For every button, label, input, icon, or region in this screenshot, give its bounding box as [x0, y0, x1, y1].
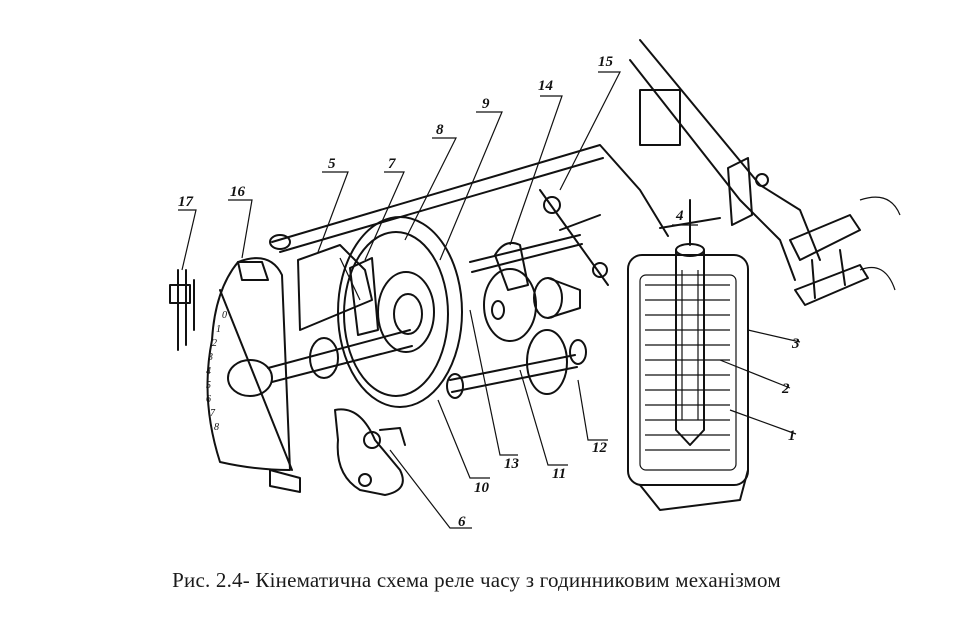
part-label-15: 15	[598, 54, 614, 70]
dial-mark-4: 4	[206, 366, 211, 377]
part-label-2: 2	[781, 381, 790, 397]
clamp-assembly	[789, 196, 901, 306]
kinematic-diagram: 0 1 2 3 4 5 6 7 8 1 2 3 4	[169, 39, 901, 530]
part-label-7: 7	[388, 156, 396, 172]
part-label-16: 16	[230, 184, 246, 200]
part-label-12: 12	[592, 440, 608, 456]
part-label-14: 14	[538, 78, 554, 94]
dial-mark-1: 1	[216, 324, 221, 335]
part-label-4: 4	[675, 208, 684, 224]
core-plunger	[659, 199, 721, 446]
contact-assembly	[169, 269, 195, 351]
part-label-17: 17	[178, 194, 194, 210]
dial-mark-0: 0	[222, 310, 227, 321]
electromagnet-coil	[627, 254, 749, 511]
part-label-3: 3	[791, 336, 800, 352]
mounting-bracket	[629, 39, 821, 281]
part-label-11: 11	[552, 466, 566, 482]
dial-mark-2: 2	[212, 338, 217, 349]
part-label-9: 9	[482, 96, 490, 112]
operating-rod	[269, 144, 669, 253]
dial-mark-5: 5	[206, 380, 211, 391]
figure-caption: Рис. 2.4- Кінематична схема реле часу з …	[172, 568, 781, 592]
time-dial	[206, 257, 301, 493]
dial-mark-3: 3	[207, 352, 213, 363]
leader-lines	[178, 71, 801, 529]
scale-sector	[349, 257, 379, 336]
lever-6	[334, 408, 406, 496]
pawl-shaft	[469, 234, 583, 291]
part-label-6: 6	[458, 514, 466, 530]
part-label-1: 1	[788, 428, 796, 444]
part-label-13: 13	[504, 456, 520, 472]
part-label-10: 10	[474, 480, 490, 496]
dial-mark-8: 8	[214, 422, 219, 433]
gear-12	[446, 329, 587, 399]
sector-plate	[297, 244, 373, 331]
part-label-5: 5	[328, 156, 336, 172]
part-label-8: 8	[436, 122, 444, 138]
main-disc	[337, 216, 463, 408]
gear-13	[483, 268, 581, 342]
main-shaft	[267, 329, 413, 383]
dial-mark-6: 6	[206, 394, 211, 405]
dial-mark-7: 7	[210, 408, 216, 419]
